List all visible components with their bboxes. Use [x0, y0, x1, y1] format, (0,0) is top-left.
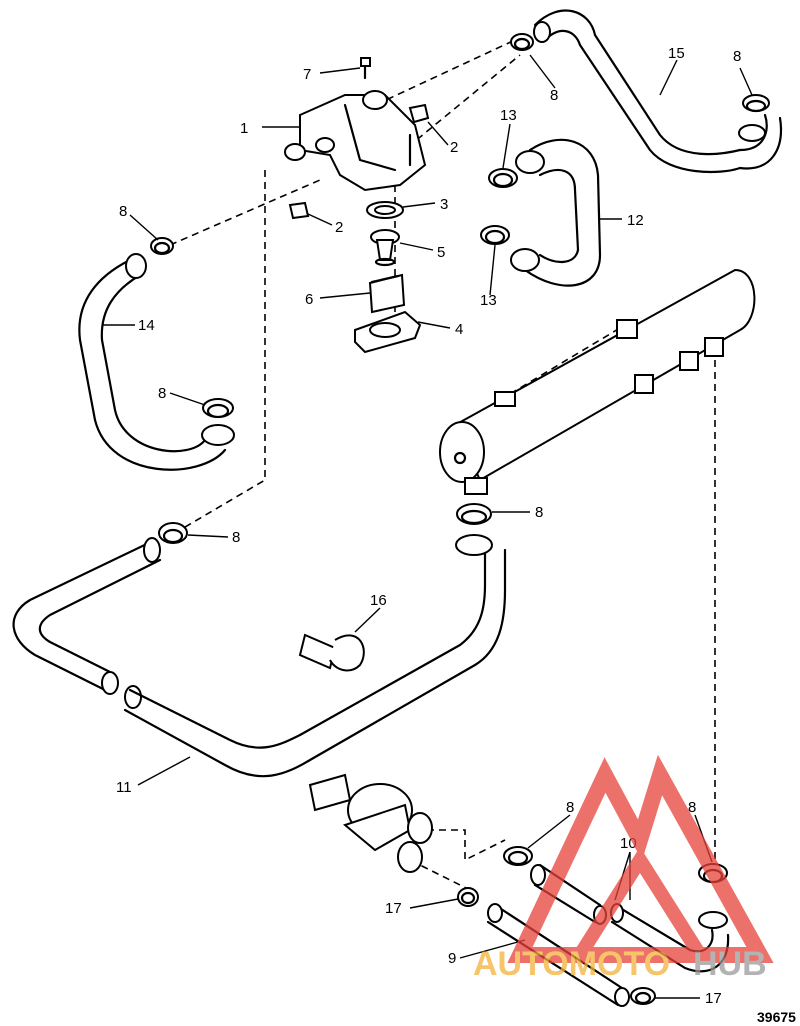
exhaust-manifold: [439, 268, 756, 495]
thermostat-gasket: [366, 201, 404, 219]
hose-clamp-8e: [456, 503, 492, 525]
thermostat-housing: [284, 90, 427, 192]
pipe-plug-upper: [408, 103, 430, 124]
callout-6: 6: [305, 291, 313, 308]
callout-8-hose-14-bottom: 8: [158, 385, 166, 402]
callout-8-top-right: 8: [733, 48, 741, 65]
hose-clamp-8a: [510, 33, 534, 51]
hose-clamp-8d: [202, 398, 234, 419]
watermark-text-hub: HUB: [693, 945, 767, 983]
callout-11: 11: [116, 779, 132, 796]
hose-14: [78, 253, 235, 471]
callout-8-hose-10: 8: [688, 799, 696, 816]
callout-3: 3: [440, 196, 448, 213]
housing-gasket: [354, 310, 422, 354]
callout-15: 15: [668, 45, 685, 62]
callout-2-upper: 2: [450, 139, 458, 156]
callout-8-hose-14-top: 8: [119, 203, 127, 220]
hose-clip: [298, 633, 365, 672]
pipe-plug-lower: [288, 201, 310, 220]
document-number: 39675: [757, 1009, 796, 1025]
hose-clamp-13b: [480, 225, 510, 245]
callout-9: 9: [448, 950, 456, 967]
callout-5: 5: [437, 244, 445, 261]
watermark-text-automoto: AUTOMOTO: [473, 945, 670, 983]
thermostat: [370, 229, 400, 267]
callout-8-manifold: 8: [535, 504, 543, 521]
callout-13-lower: 13: [480, 292, 497, 309]
callout-8-pump: 8: [566, 799, 574, 816]
bolt: [360, 57, 371, 80]
hose-clamp-8f: [158, 522, 188, 544]
hose-9: [486, 903, 630, 1007]
callout-4: 4: [455, 321, 463, 338]
callout-8-hose-11: 8: [232, 529, 240, 546]
hose-clamp-8g: [503, 846, 533, 866]
hose-clamp-17a: [457, 887, 479, 907]
callout-12: 12: [627, 212, 644, 229]
hose-clamp-17b: [630, 987, 656, 1005]
callout-8-top-left: 8: [550, 87, 558, 104]
watermark-logo: AUTOMOTO HUB: [473, 754, 774, 983]
callout-14: 14: [138, 317, 155, 334]
hose-11: [12, 534, 507, 778]
hose-clamp-8c: [150, 237, 174, 255]
hose-12: [510, 138, 602, 287]
leader-lines: [102, 54, 753, 999]
callout-16: 16: [370, 592, 387, 609]
callout-7: 7: [303, 66, 311, 83]
callout-17-lower: 17: [705, 990, 722, 1007]
circulating-pump: [308, 773, 433, 873]
callout-17-upper: 17: [385, 900, 402, 917]
callout-labels: 1 2 2 3 4 5 6 7 8 8 8 8 8 8 8 8 9 10 11 …: [116, 45, 741, 1007]
callout-2-lower: 2: [335, 219, 343, 236]
hose-clamp-13a: [488, 168, 518, 188]
hose-clamp-8b: [742, 94, 770, 113]
hose-15: [533, 9, 783, 174]
thermostat-sleeve: [368, 273, 406, 314]
assembly-dashed-lines: [169, 39, 716, 891]
callout-1: 1: [240, 120, 248, 137]
callout-13-upper: 13: [500, 107, 517, 124]
